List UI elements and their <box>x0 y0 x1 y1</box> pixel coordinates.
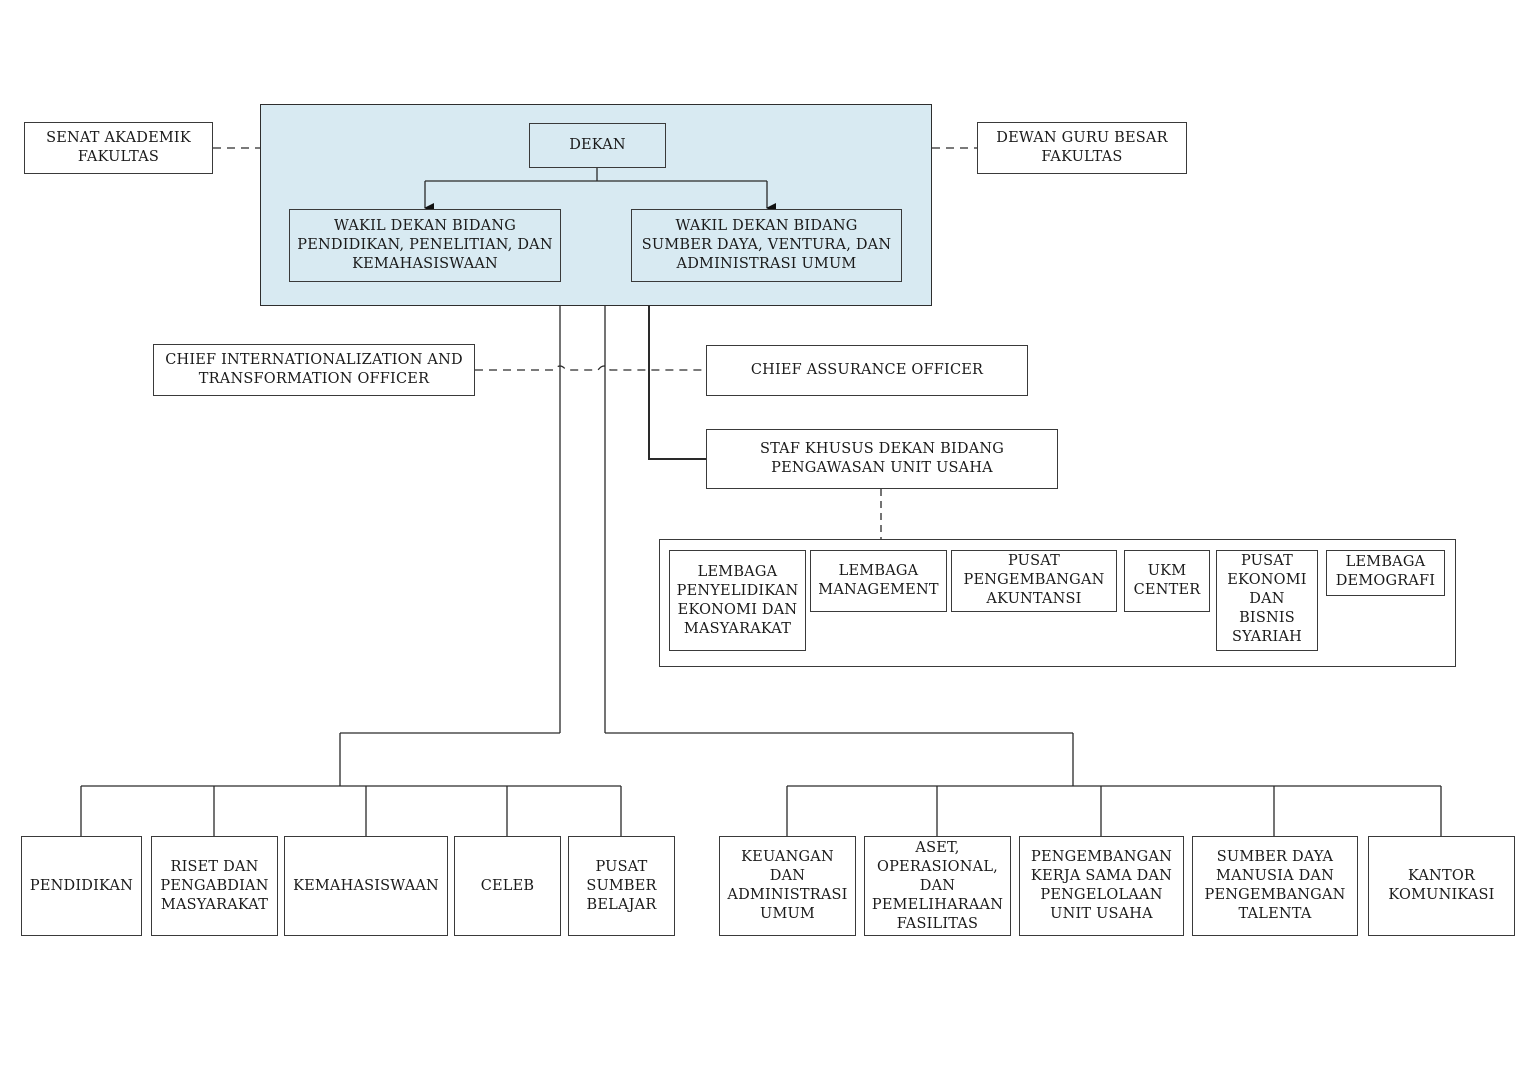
senat-akademik-box: SENAT AKADEMIK FAKULTAS <box>24 122 213 174</box>
wd2-unit-box: KANTOR KOMUNIKASI <box>1368 836 1515 936</box>
staf-khusus-box: STAF KHUSUS DEKAN BIDANG PENGAWASAN UNIT… <box>706 429 1058 489</box>
wakil-dekan-2-box: WAKIL DEKAN BIDANG SUMBER DAYA, VENTURA,… <box>631 209 902 282</box>
wd2-unit-box: ASET, OPERASIONAL, DAN PEMELIHARAAN FASI… <box>864 836 1011 936</box>
chief-assurance-box: CHIEF ASSURANCE OFFICER <box>706 345 1028 396</box>
unit-box: PUSAT EKONOMI DAN BISNIS SYARIAH <box>1216 550 1318 651</box>
wakil-dekan-1-box: WAKIL DEKAN BIDANG PENDIDIKAN, PENELITIA… <box>289 209 561 282</box>
business-units-group <box>659 539 1456 667</box>
wd1-unit-box: RISET DAN PENGABDIAN MASYARAKAT <box>151 836 278 936</box>
link-chief-officers <box>475 365 706 371</box>
unit-box: LEMBAGA MANAGEMENT <box>810 550 947 612</box>
wd2-unit-box: KEUANGAN DAN ADMINISTRASI UMUM <box>719 836 856 936</box>
unit-box: UKM CENTER <box>1124 550 1210 612</box>
wd1-unit-box: CELEB <box>454 836 561 936</box>
chief-internationalization-box: CHIEF INTERNATIONALIZATION AND TRANSFORM… <box>153 344 475 396</box>
unit-box: LEMBAGA DEMOGRAFI <box>1326 550 1445 596</box>
dekan-box: DEKAN <box>529 123 666 168</box>
link-staf-khusus <box>648 306 706 460</box>
wd1-unit-box: PUSAT SUMBER BELAJAR <box>568 836 675 936</box>
dewan-guru-besar-box: DEWAN GURU BESAR FAKULTAS <box>977 122 1187 174</box>
wd2-unit-box: SUMBER DAYA MANUSIA DAN PENGEMBANGAN TAL… <box>1192 836 1358 936</box>
unit-box: LEMBAGA PENYELIDIKAN EKONOMI DAN MASYARA… <box>669 550 806 651</box>
wd1-unit-box: KEMAHASISWAAN <box>284 836 448 936</box>
unit-box: PUSAT PENGEMBANGAN AKUNTANSI <box>951 550 1117 612</box>
wd2-unit-box: PENGEMBANGAN KERJA SAMA DAN PENGELOLAAN … <box>1019 836 1184 936</box>
wd1-unit-box: PENDIDIKAN <box>21 836 142 936</box>
